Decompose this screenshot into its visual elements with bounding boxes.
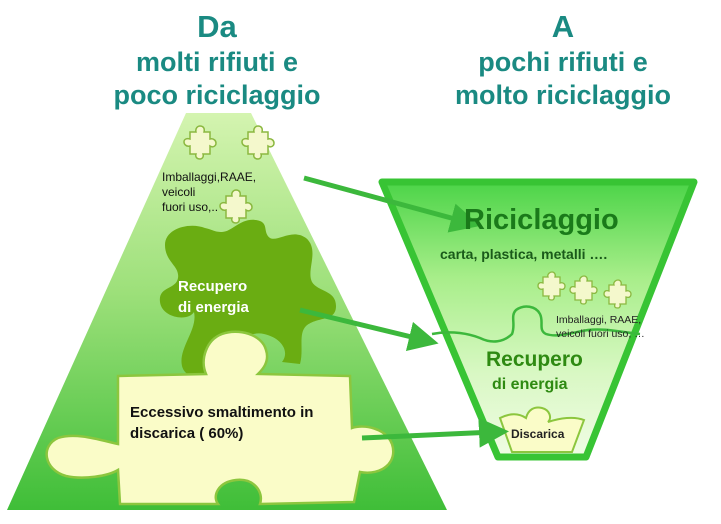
puzzle-icon-1 — [183, 125, 217, 160]
funnel-energy-boundary — [431, 305, 641, 343]
left-heading: Da molti rifiuti e poco riciclaggio — [92, 8, 342, 112]
landfill-small-piece — [498, 406, 586, 453]
pyramid-landfill-label: Eccessivo smaltimento in discarica ( 60%… — [130, 402, 313, 444]
funnel-small-label-line1: Imballaggi, RAAE, — [556, 314, 642, 326]
funnel-small-label-line2: veicoli fuori uso, … — [556, 328, 645, 340]
left-heading-line2: poco riciclaggio — [113, 80, 321, 110]
pyramid-landfill-line1: Eccessivo smaltimento in — [130, 404, 314, 421]
landfill-puzzle-piece — [45, 330, 395, 506]
pyramid-energy-label: Recupero di energia — [178, 276, 249, 318]
funnel-energy-title: Recupero — [486, 348, 583, 371]
puzzle-icon-3 — [219, 189, 253, 224]
funnel-puzzle-icon-3 — [603, 279, 632, 309]
recycling-funnel — [378, 178, 698, 461]
pyramid-landfill-line2: discarica ( 60%) — [130, 425, 244, 442]
pyramid-top-label-line3: fuori uso,.. — [162, 200, 219, 214]
pyramid-energy-line1: Recupero — [178, 278, 248, 295]
puzzle-icon-2 — [241, 125, 275, 160]
right-heading-title: A — [551, 9, 575, 44]
arrow-to-landfill — [361, 417, 509, 448]
funnel-recycling-title: Riciclaggio — [464, 204, 619, 236]
right-heading-line2: molto riciclaggio — [454, 80, 672, 110]
funnel-landfill-label: Discarica — [511, 427, 565, 441]
funnel-energy-sub: di energia — [492, 376, 568, 393]
energy-puzzle-piece — [159, 219, 336, 377]
arrow-to-energy — [299, 307, 439, 352]
right-heading: A pochi rifiuti e molto riciclaggio — [428, 8, 698, 112]
left-heading-title: Da — [197, 9, 237, 44]
funnel-puzzle-icon-1 — [537, 271, 566, 301]
funnel-puzzle-icon-2 — [569, 275, 598, 305]
pyramid-top-label: Imballaggi,RAAE, veicoli fuori uso,.. — [162, 170, 256, 215]
pyramid-top-label-line2: veicoli — [162, 185, 196, 199]
funnel-small-label: Imballaggi, RAAE, veicoli fuori uso, … — [556, 313, 645, 341]
pyramid-top-label-line1: Imballaggi,RAAE, — [162, 170, 257, 184]
left-heading-line1: molti rifiuti e — [136, 47, 298, 77]
arrow-to-recycling — [303, 175, 481, 233]
funnel-recycling-sub: carta, plastica, metalli …. — [440, 246, 608, 262]
pyramid-energy-line2: di energia — [178, 299, 249, 316]
right-heading-line1: pochi rifiuti e — [478, 47, 648, 77]
